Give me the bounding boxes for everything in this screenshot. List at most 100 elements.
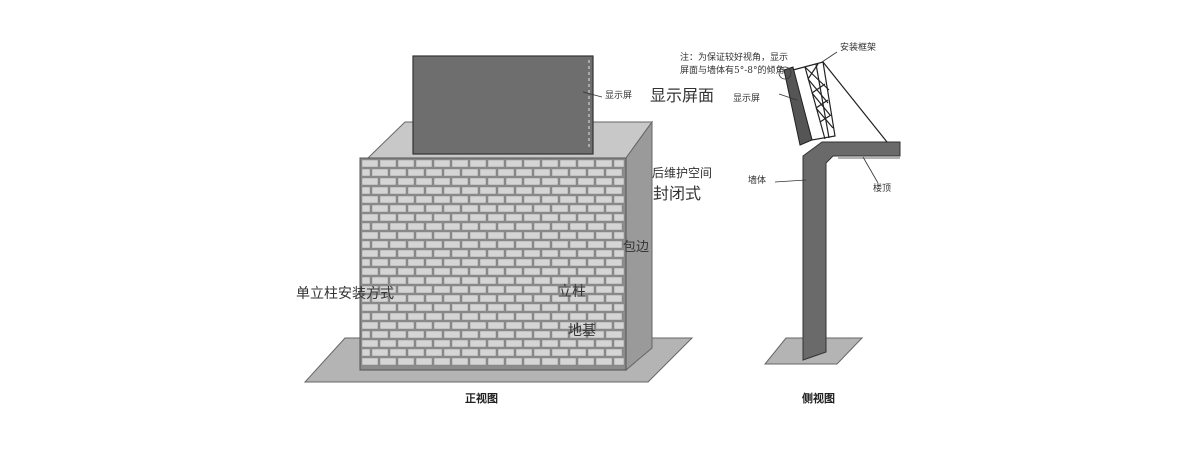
brick <box>361 168 371 177</box>
brick-pattern <box>361 159 625 366</box>
note-callout-circle <box>778 66 792 80</box>
brick <box>425 276 443 285</box>
front-view-caption: 正视图 <box>465 392 498 405</box>
brick <box>397 249 415 258</box>
brick <box>433 339 451 348</box>
brick <box>479 312 497 321</box>
brick <box>379 249 397 258</box>
brick <box>469 249 487 258</box>
brick <box>407 276 425 285</box>
brick <box>415 249 433 258</box>
brick <box>515 330 533 339</box>
brick <box>515 186 533 195</box>
brick <box>443 186 461 195</box>
brick <box>415 159 433 168</box>
brick <box>559 249 577 258</box>
brick <box>451 213 469 222</box>
brick <box>469 303 487 312</box>
brick <box>515 276 533 285</box>
brick <box>407 258 425 267</box>
brick <box>415 285 433 294</box>
brick <box>415 231 433 240</box>
brick <box>523 195 541 204</box>
brick <box>371 222 389 231</box>
brick <box>541 231 559 240</box>
brick <box>569 258 587 267</box>
brick <box>433 195 451 204</box>
brick <box>415 321 433 330</box>
brick <box>559 195 577 204</box>
brick <box>407 222 425 231</box>
brick <box>577 249 595 258</box>
brick <box>613 177 625 186</box>
brick <box>397 177 415 186</box>
brick <box>433 303 451 312</box>
brick <box>361 213 379 222</box>
brick <box>415 177 433 186</box>
brick <box>569 168 587 177</box>
brick <box>497 186 515 195</box>
brick <box>389 222 407 231</box>
brick <box>371 186 389 195</box>
brick <box>379 177 397 186</box>
brick <box>533 186 551 195</box>
brick <box>497 276 515 285</box>
wall-leader <box>774 179 807 183</box>
rear-space-label: 后维护空间 <box>652 166 713 180</box>
brick <box>469 213 487 222</box>
brick <box>515 258 533 267</box>
brick <box>559 339 577 348</box>
brick <box>569 330 587 339</box>
brick <box>407 294 425 303</box>
brick <box>361 285 379 294</box>
brick <box>605 294 623 303</box>
brick <box>523 249 541 258</box>
brick <box>451 249 469 258</box>
brick <box>361 357 379 366</box>
brick <box>587 312 605 321</box>
brick <box>577 339 595 348</box>
brick <box>433 249 451 258</box>
brick <box>451 195 469 204</box>
brick <box>479 348 497 357</box>
brick <box>515 294 533 303</box>
brick <box>515 222 533 231</box>
wall-label: 墙体 <box>748 176 767 186</box>
brick <box>595 285 613 294</box>
brick <box>487 159 505 168</box>
brick <box>433 177 451 186</box>
brick <box>533 240 551 249</box>
brick <box>505 213 523 222</box>
brick <box>541 303 559 312</box>
brick <box>443 204 461 213</box>
brick <box>389 276 407 285</box>
brick <box>569 186 587 195</box>
brick <box>407 348 425 357</box>
brick <box>361 276 371 285</box>
brick <box>433 213 451 222</box>
brick <box>397 213 415 222</box>
brick <box>515 348 533 357</box>
column-label: 立柱 <box>558 284 586 300</box>
brick <box>523 321 541 330</box>
brick <box>605 348 623 357</box>
screen-label-leader <box>582 91 603 98</box>
brick <box>587 276 605 285</box>
brick <box>613 321 625 330</box>
brick <box>397 267 415 276</box>
brick <box>389 240 407 249</box>
brick <box>487 339 505 348</box>
brick <box>533 204 551 213</box>
brick <box>371 312 389 321</box>
brick <box>523 285 541 294</box>
brick <box>443 240 461 249</box>
brick <box>505 357 523 366</box>
brick <box>541 267 559 276</box>
brick <box>443 258 461 267</box>
brick <box>361 258 371 267</box>
brick <box>479 330 497 339</box>
brick <box>515 312 533 321</box>
brick <box>559 321 577 330</box>
brick <box>479 168 497 177</box>
